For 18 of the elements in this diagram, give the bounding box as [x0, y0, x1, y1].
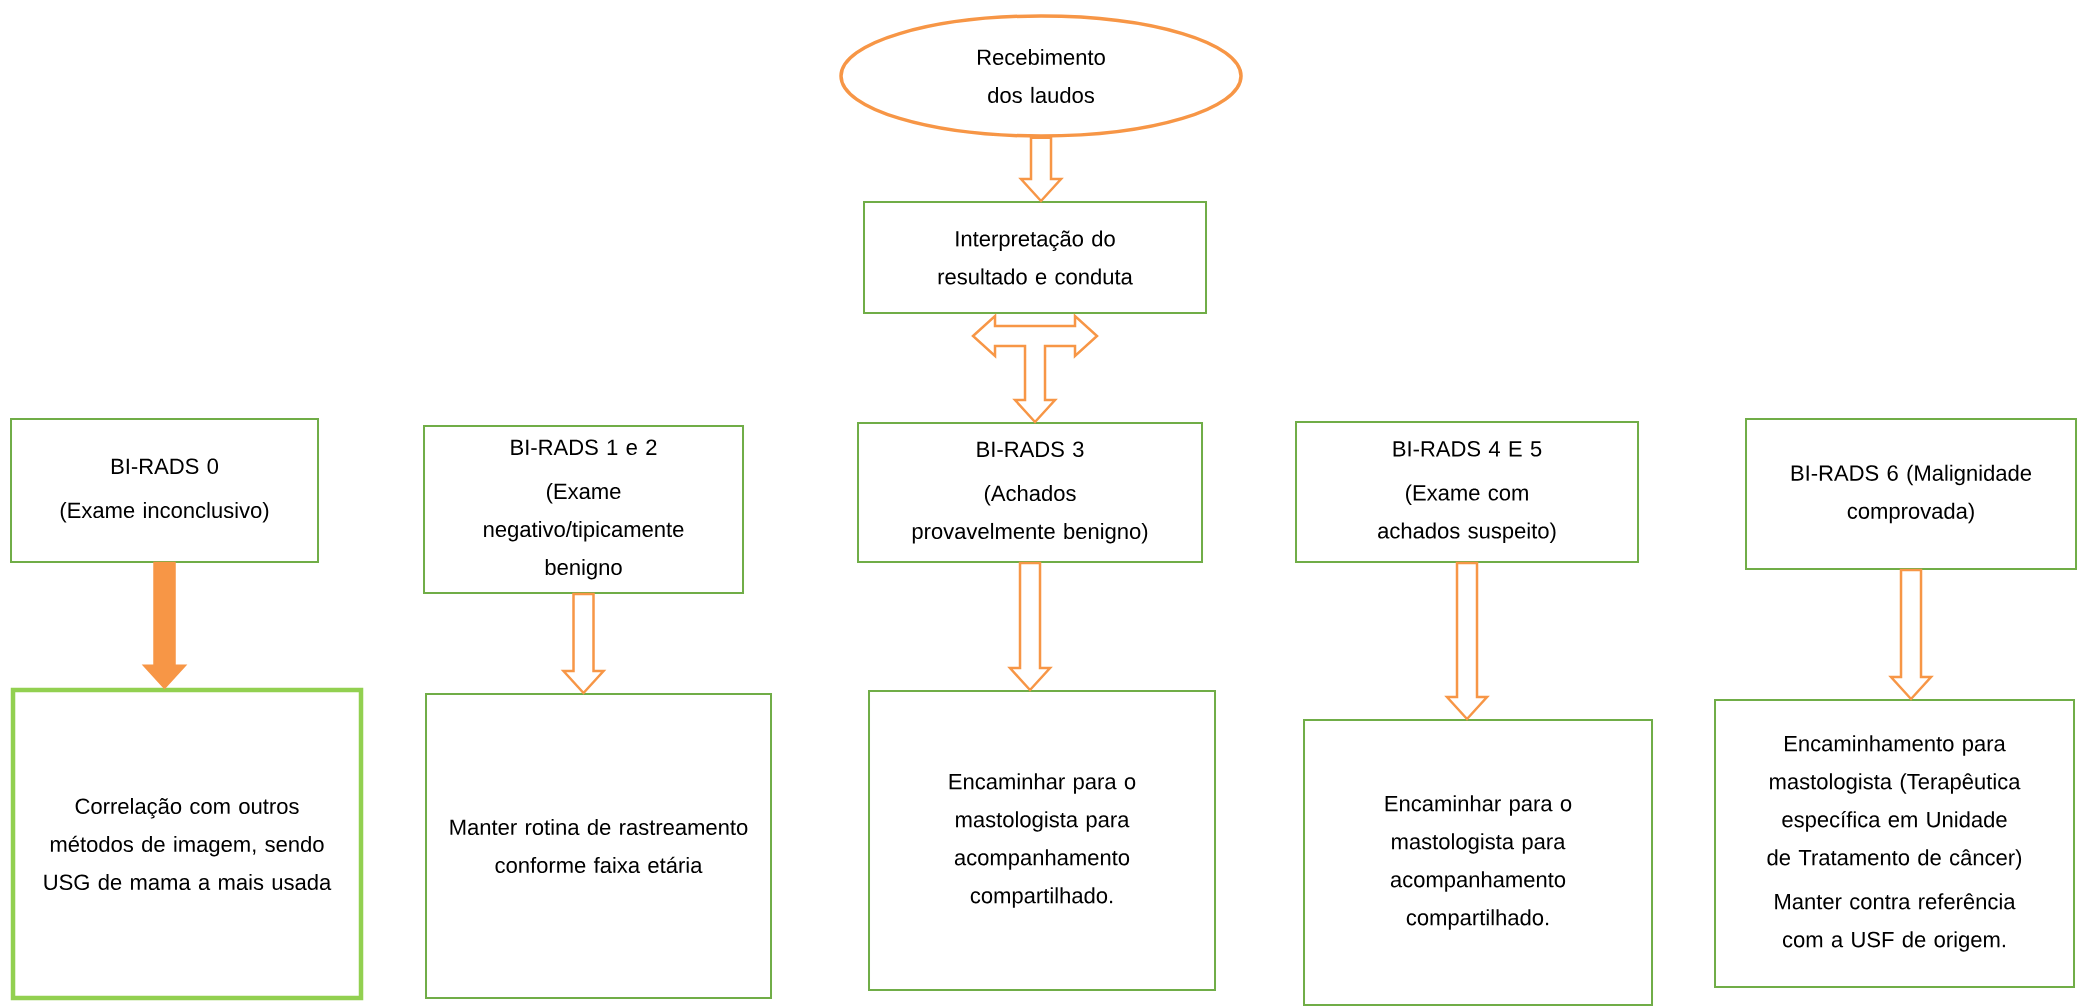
process-box: BI-RADS 3 (Achados provavelmente benigno) — [857, 422, 1203, 563]
process-box: BI-RADS 1 e 2 (Exame negativo/tipicamente benigno — [423, 425, 744, 594]
block-arrow — [1018, 136, 1064, 203]
process-box: Correlação com outros métodos de imagem, sendo USG de mama a mais usada — [10, 687, 364, 1001]
process-box: Encaminhar para o mastologista para acompanhamento compartilhado. — [868, 690, 1216, 991]
process-box: Encaminhar para o mastologista para acompanhamento compartilhado. — [1303, 719, 1653, 1006]
block-arrow — [1007, 561, 1053, 692]
block-arrow — [1888, 568, 1934, 701]
block-arrow — [560, 592, 607, 695]
block-arrow — [141, 561, 188, 690]
process-box: BI-RADS 0 (Exame inconclusivo) — [10, 418, 319, 563]
process-box: BI-RADS 6 (Malignidade comprovada) — [1745, 418, 2077, 570]
process-box: Encaminhamento para mastologista (Terapêutica específica em Unidade de Tratamento de câncer) Manter contra referência com a USF de origem. — [1714, 699, 2075, 988]
process-box: Manter rotina de rastreamento conforme faixa etária — [425, 693, 772, 999]
block-arrow — [1444, 561, 1490, 721]
block-arrow — [971, 313, 1099, 424]
process-box: Interpretação do resultado e conduta — [863, 201, 1207, 314]
process-box: BI-RADS 4 E 5 (Exame com achados suspeito) — [1295, 421, 1639, 563]
